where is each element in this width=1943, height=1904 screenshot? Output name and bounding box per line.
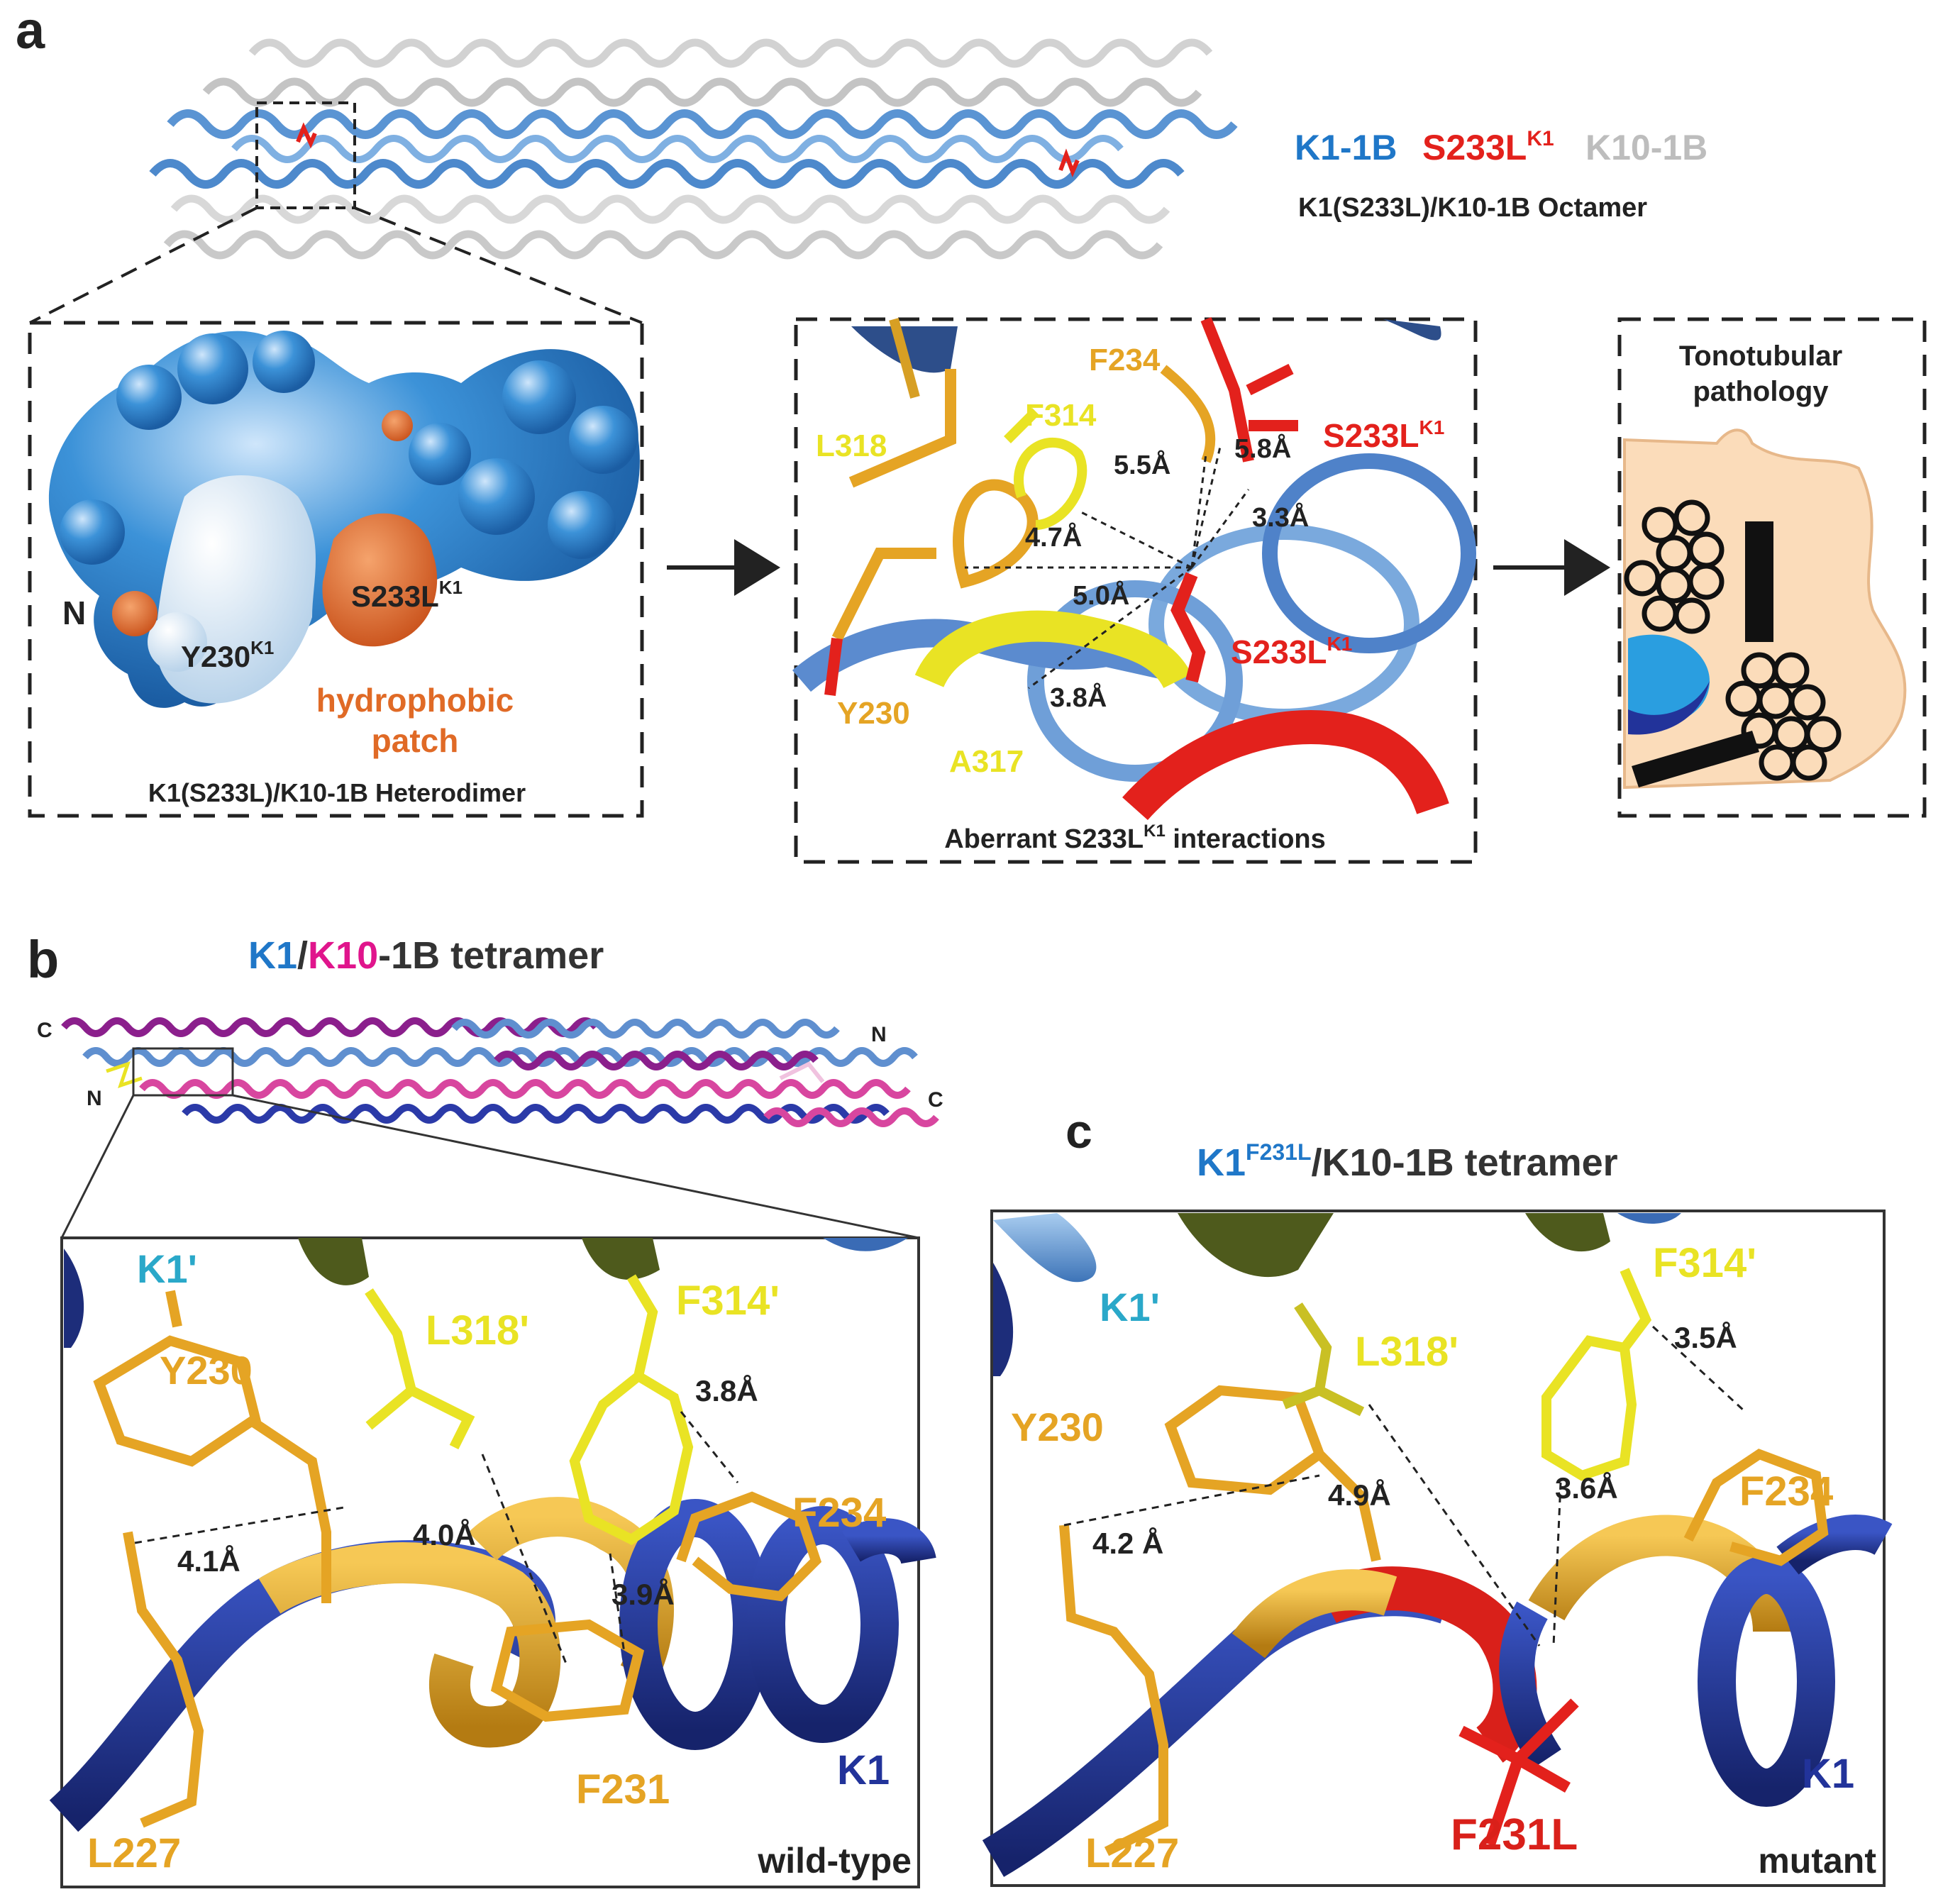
distance-3-8: 3.8Å bbox=[1050, 682, 1107, 713]
octamer-structure bbox=[149, 38, 1238, 260]
heterodimer-surface bbox=[48, 331, 640, 708]
heterodimer-caption: K1(S233L)/K10-1B Heterodimer bbox=[148, 778, 526, 807]
pathology-box bbox=[1617, 317, 1927, 818]
distance-3-3: 3.3Å bbox=[1252, 502, 1309, 533]
wt-label-k1prime: K1' bbox=[137, 1246, 197, 1291]
wt-label-f231: F231 bbox=[576, 1766, 670, 1812]
distance-4-7: 4.7Å bbox=[1025, 521, 1082, 553]
label-f234: F234 bbox=[1089, 343, 1161, 377]
legend-k10: K10-1B bbox=[1585, 128, 1707, 167]
mut-label-f231l: F231L bbox=[1451, 1810, 1578, 1859]
wt-distance-3-8: 3.8Å bbox=[695, 1374, 758, 1407]
panel-b-title: K1/K10-1B tetramer bbox=[248, 934, 604, 977]
pathology-title-line1: Tonotubular bbox=[1679, 341, 1842, 372]
mut-label-l227: L227 bbox=[1085, 1830, 1179, 1876]
mut-distance-4-2: 4.2 Å bbox=[1092, 1527, 1163, 1560]
arrow-right-icon bbox=[1493, 539, 1610, 596]
octamer-legend: K1-1B S233LK1 K10-1B K1(S233L)/K10-1B Oc… bbox=[1295, 127, 1707, 223]
mut-label-y230: Y230 bbox=[1011, 1405, 1104, 1449]
wt-distance-3-9: 3.9Å bbox=[611, 1578, 675, 1611]
mut-distance-3-6: 3.6Å bbox=[1555, 1471, 1618, 1505]
surface-n-terminus: N bbox=[62, 594, 86, 631]
label-f314: F314 bbox=[1025, 398, 1097, 433]
wt-label-f234: F234 bbox=[792, 1490, 886, 1536]
pathology-title-line2: pathology bbox=[1693, 376, 1829, 407]
hydrophobic-label-line2: patch bbox=[372, 722, 459, 759]
mut-state-label: mutant bbox=[1758, 1841, 1876, 1881]
tetramer-n-right: N bbox=[871, 1023, 887, 1046]
legend-k1: K1-1B bbox=[1295, 128, 1397, 167]
arrow-right-icon bbox=[667, 539, 780, 596]
panel-b-letter: b bbox=[27, 930, 59, 989]
tetramer-c-left: C bbox=[37, 1019, 52, 1042]
distance-5-0: 5.0Å bbox=[1073, 580, 1129, 611]
tetramer-zoom-box bbox=[132, 1047, 234, 1097]
interaction-caption: Aberrant S233LK1 interactions bbox=[944, 821, 1326, 854]
mut-distance-3-5: 3.5Å bbox=[1674, 1321, 1737, 1354]
label-s233l-mid: S233LK1 bbox=[1231, 633, 1352, 670]
wildtype-structure bbox=[49, 1238, 936, 1832]
label-y230: Y230 bbox=[837, 696, 910, 731]
octamer-zoom-box bbox=[255, 101, 356, 209]
wt-state-label: wild-type bbox=[757, 1841, 912, 1881]
distance-5-5: 5.5Å bbox=[1114, 449, 1170, 480]
mut-label-k1prime: K1' bbox=[1100, 1285, 1160, 1329]
surface-s233l-label: S233LK1 bbox=[351, 577, 463, 613]
cell-diagram bbox=[1623, 428, 1907, 790]
legend-s233l: S233LK1 bbox=[1422, 127, 1554, 167]
mut-label-l318prime: L318' bbox=[1355, 1329, 1458, 1375]
panel-c-title: K1F231L/K10-1B tetramer bbox=[1197, 1139, 1618, 1184]
tetramer-c-right: C bbox=[928, 1088, 943, 1112]
wt-label-l318prime: L318' bbox=[426, 1307, 529, 1354]
mut-label-f234: F234 bbox=[1739, 1468, 1833, 1515]
octamer-caption: K1(S233L)/K10-1B Octamer bbox=[1298, 193, 1647, 223]
hydrophobic-label-line1: hydrophobic bbox=[316, 682, 514, 719]
wt-label-k1: K1 bbox=[837, 1747, 890, 1793]
mut-distance-4-9: 4.9Å bbox=[1328, 1478, 1391, 1512]
distance-5-8: 5.8Å bbox=[1234, 433, 1291, 464]
wt-label-f314prime: F314' bbox=[676, 1278, 780, 1324]
mut-label-k1: K1 bbox=[1802, 1751, 1854, 1797]
wt-distance-4-0: 4.0Å bbox=[413, 1518, 476, 1551]
label-a317: A317 bbox=[949, 744, 1024, 779]
tetramer-n-left: N bbox=[87, 1087, 102, 1110]
panel-a-letter: a bbox=[16, 1, 45, 60]
wt-label-l227: L227 bbox=[87, 1830, 181, 1876]
mutant-structure bbox=[982, 1213, 1893, 1877]
label-l318: L318 bbox=[816, 428, 887, 463]
interaction-structure bbox=[792, 317, 1476, 821]
wt-label-y230: Y230 bbox=[160, 1348, 253, 1393]
mut-label-f314prime: F314' bbox=[1653, 1240, 1756, 1286]
wt-distance-4-1: 4.1Å bbox=[177, 1544, 240, 1578]
tetramer-structure bbox=[61, 1017, 939, 1127]
surface-y230-label: Y230K1 bbox=[181, 637, 274, 673]
panel-c-letter: c bbox=[1065, 1105, 1092, 1158]
heterodimer-box bbox=[28, 321, 644, 818]
label-s233l-top: S233LK1 bbox=[1323, 416, 1444, 454]
